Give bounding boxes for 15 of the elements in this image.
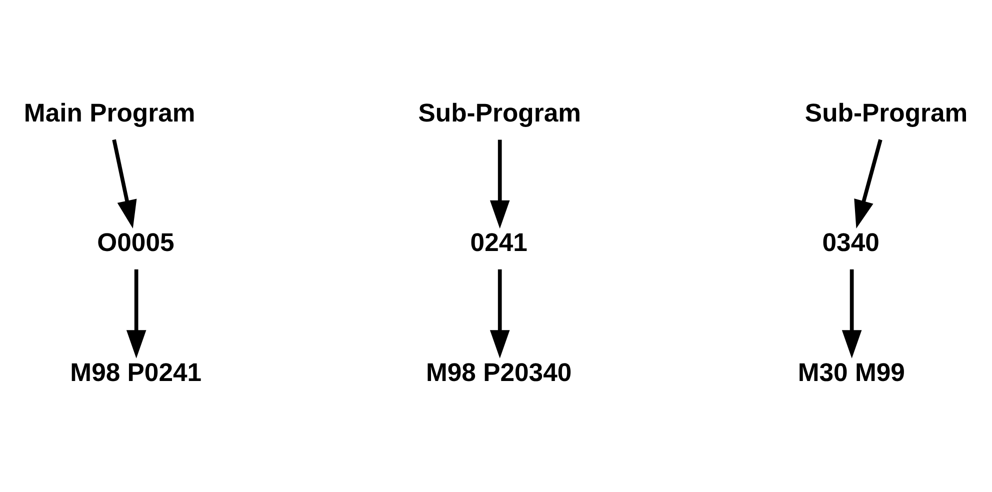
node-text: M98 P20340	[426, 358, 572, 387]
arrow	[490, 269, 510, 358]
node-text: 0340	[822, 229, 880, 258]
node-text: Sub-Program	[418, 99, 582, 128]
node-text: 0241	[470, 229, 528, 258]
arrow	[490, 140, 510, 229]
node-text: M30 M99	[798, 358, 905, 387]
node-text: Sub-Program	[804, 99, 968, 128]
arrow	[112, 139, 137, 229]
arrow	[126, 269, 146, 358]
node-text: O0005	[97, 229, 174, 258]
arrow	[842, 269, 862, 358]
arrow	[854, 139, 882, 228]
node-text: M98 P0241	[70, 358, 202, 387]
node-text: Main Program	[24, 99, 196, 128]
